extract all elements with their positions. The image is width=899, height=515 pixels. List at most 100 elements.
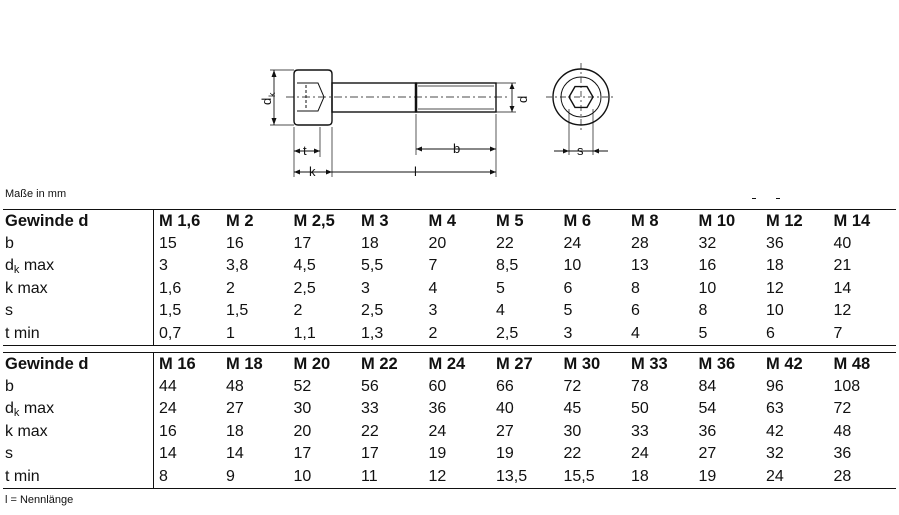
dk-label: d	[259, 98, 274, 105]
table-cell: 3,8	[226, 257, 249, 274]
table-cell: 14	[833, 279, 852, 297]
table-cell: 60	[428, 377, 447, 395]
table-cell: 24	[428, 422, 447, 440]
table-cell: 20	[293, 422, 312, 440]
table-cell: 1,5	[159, 302, 182, 319]
table-cell: 72	[833, 400, 852, 417]
table-cell: 7	[833, 324, 843, 342]
table-cell: 36	[698, 422, 717, 440]
table-cell: 0,7	[159, 324, 182, 342]
k-arrow-left	[294, 169, 300, 175]
row-label-text: b	[5, 377, 14, 395]
table-cell: 84	[698, 377, 717, 395]
l-label: l	[414, 164, 417, 179]
l-arrow-right	[490, 169, 496, 175]
table-cell: 48	[226, 377, 244, 395]
table-cell: 18	[361, 234, 379, 252]
row-label: b	[3, 232, 154, 255]
table-cell: 4	[631, 324, 640, 342]
row-label: dk max	[3, 255, 154, 278]
table-cell: 27	[496, 422, 514, 440]
thread-size-column-header: M 10	[698, 212, 736, 230]
row-label: s	[3, 443, 154, 466]
table-cell: 15,5	[563, 467, 595, 485]
table-cell: 14	[159, 445, 177, 462]
table-cell: 4	[428, 279, 438, 297]
s-arrow-left	[563, 148, 569, 154]
t-arrow-right	[314, 148, 320, 154]
table-cell: 3	[428, 302, 438, 319]
table-cell: 40	[496, 400, 514, 417]
thread-size-column-header: M 48	[833, 355, 871, 373]
table-cell: 30	[563, 422, 582, 440]
screw-drawing-svg: d k d t k l b s	[259, 63, 616, 179]
thread-size-header: Gewinde d	[3, 209, 154, 233]
thread-size-column-header: M 8	[631, 212, 659, 230]
b-label: b	[453, 141, 460, 156]
row-label-text: t min	[5, 324, 40, 342]
table-cell: 2,5	[496, 324, 519, 342]
thread-size-column-header: M 22	[361, 355, 398, 373]
table-cell: 40	[833, 234, 852, 252]
table-cell: 16	[226, 234, 244, 252]
table-cell: 6	[766, 324, 775, 342]
d-arrow-top	[509, 83, 515, 89]
table-cell: 96	[766, 377, 784, 395]
table-cell: 20	[428, 234, 447, 252]
table-cell: 5	[698, 324, 708, 342]
b-arrow-left	[416, 146, 422, 152]
table-cell: 14	[226, 445, 244, 462]
row-label: k max	[3, 420, 154, 443]
table-cell: 1,5	[226, 302, 249, 319]
table-cell: 17	[293, 445, 312, 462]
table-cell: 15	[159, 234, 177, 252]
table-cell: 32	[698, 234, 717, 252]
row-label-text: t min	[5, 467, 40, 485]
table-cell: 52	[293, 377, 312, 395]
table-cell: 1,3	[361, 324, 384, 342]
screw-shank-shape	[331, 82, 417, 113]
footnote-nominal-length: l = Nennlänge	[5, 494, 74, 506]
table-cell: 42	[766, 422, 784, 440]
scan-dash-mark	[752, 198, 780, 199]
table-cell: 13,5	[496, 467, 528, 485]
thread-size-column-header: M 42	[766, 355, 803, 373]
thread-size-column-header: M 6	[563, 212, 592, 230]
row-label-subscript: k	[13, 264, 20, 276]
row-label: t min	[3, 465, 154, 489]
thread-size-column-header: M 24	[428, 355, 466, 373]
thread-size-column-header: M 27	[496, 355, 533, 373]
table-cell: 63	[766, 400, 784, 417]
table-cell: 32	[766, 445, 784, 462]
s-label: s	[577, 143, 584, 158]
table-cell: 10	[293, 467, 312, 485]
row-label: s	[3, 300, 154, 323]
row-label: dk max	[3, 398, 154, 421]
thread-size-column-header: M 18	[226, 355, 263, 373]
table-cell: 19	[428, 445, 447, 462]
b-arrow-right	[490, 146, 496, 152]
table-cell: 5	[563, 302, 573, 319]
thread-size-column-header: M 12	[766, 212, 803, 230]
table-cell: 24	[631, 445, 649, 462]
thread-size-column-header: M 4	[428, 212, 457, 230]
row-label-text: b	[5, 234, 14, 252]
table-cell: 19	[698, 467, 717, 485]
table-cell: 22	[361, 422, 379, 440]
table-cell: 66	[496, 377, 514, 395]
table-cell: 30	[293, 400, 312, 417]
table-cell: 72	[563, 377, 582, 395]
thread-size-column-header: M 36	[698, 355, 736, 373]
table-cell: 22	[496, 234, 514, 252]
table-cell: 5	[496, 279, 505, 297]
